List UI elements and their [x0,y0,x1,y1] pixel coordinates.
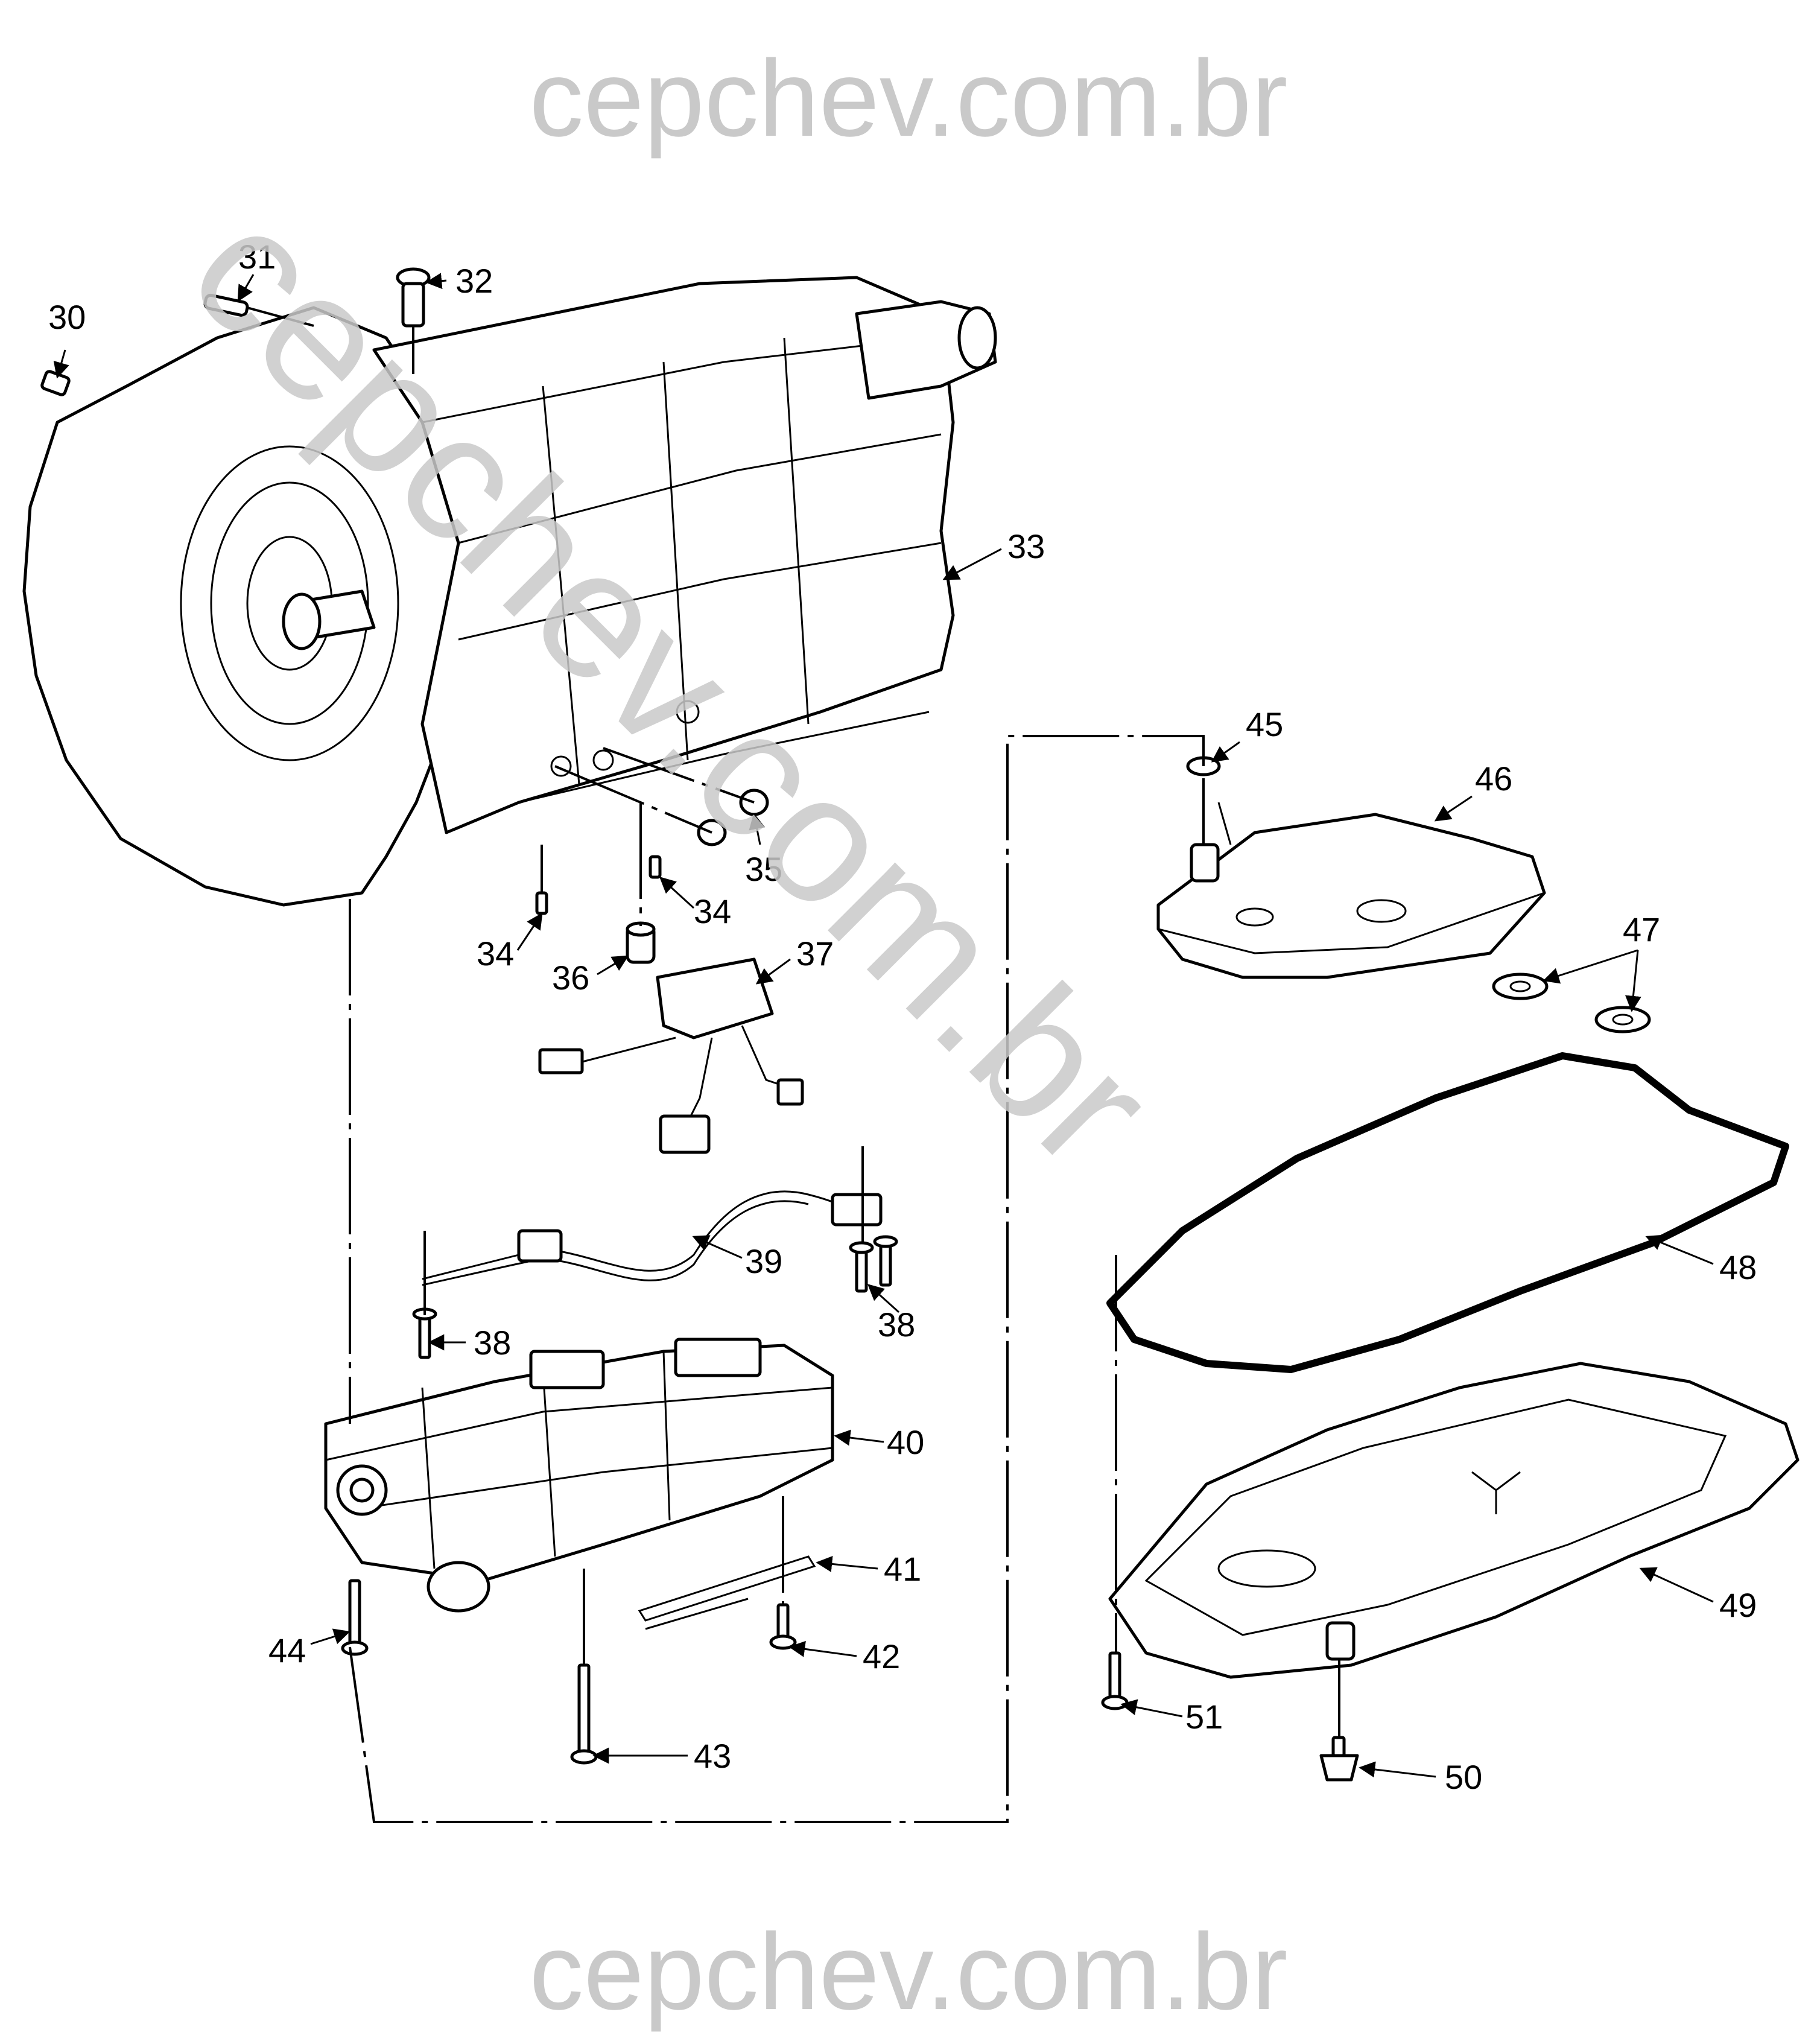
callout-38-left: 38 [474,1324,511,1362]
callout-41: 41 [884,1550,921,1588]
part-36-sleeve [626,921,656,964]
callout-48: 48 [1719,1248,1757,1286]
callout-36: 36 [552,959,589,997]
part-46-filter [1156,802,1546,979]
part-42-bolt [769,1603,797,1650]
part-47-washer [1492,973,1651,1033]
part-43-bolt [570,1663,598,1765]
part-50-drain-plug [1319,1736,1359,1782]
callout-50: 50 [1445,1758,1482,1796]
callout-40: 40 [887,1423,924,1461]
callout-51: 51 [1185,1698,1223,1736]
part-40-valve-body [324,1338,834,1613]
part-51-bolt [1101,1651,1129,1710]
callout-31: 31 [238,238,276,276]
callout-37: 37 [796,935,834,973]
callout-47: 47 [1623,910,1660,948]
callout-34-right: 34 [694,892,731,930]
part-41-sensor [638,1555,816,1630]
part-49-pan [1108,1362,1800,1679]
part-48-gasket [1106,1052,1789,1373]
callout-46: 46 [1475,760,1512,798]
callout-33: 33 [1007,527,1045,565]
callout-35: 35 [745,850,782,888]
callout-42: 42 [863,1637,900,1675]
leader-lines [53,273,1714,1778]
part-32-vent [396,267,431,328]
callout-44: 44 [268,1631,306,1669]
watermark-bottom: cepchev.com.br [529,1911,1287,2033]
assembly-lines [247,306,1340,1823]
part-30-plug [40,370,71,396]
callout-labels: 30 31 32 33 34 34 35 36 37 38 38 39 40 4… [48,238,1757,1796]
callout-43: 43 [694,1737,731,1775]
part-39-harness [422,1190,883,1286]
callout-49: 49 [1719,1586,1757,1624]
callout-32: 32 [455,262,493,300]
part-34-dowel [535,855,662,915]
transmission-case [22,276,997,907]
part-44-bolt [341,1579,369,1656]
callout-45: 45 [1246,705,1283,743]
part-37-connector [538,957,804,1154]
callout-34-left: 34 [477,935,514,973]
callout-39: 39 [745,1242,782,1280]
watermark-top: cepchev.com.br [529,38,1287,159]
callout-38-right: 38 [878,1306,915,1344]
callout-30: 30 [48,298,86,336]
part-31-pin [203,293,249,317]
